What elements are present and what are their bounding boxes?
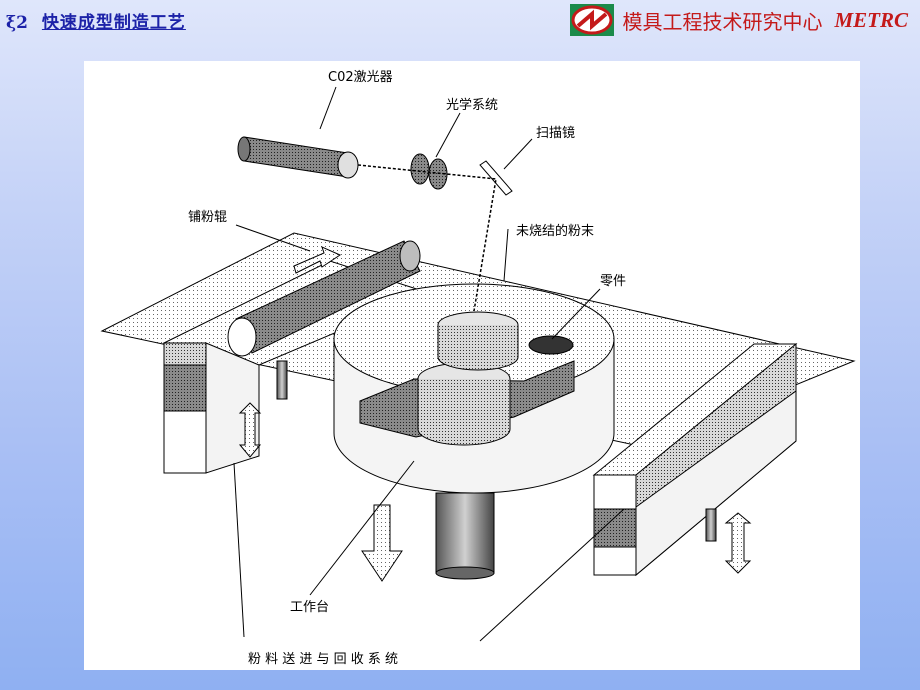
laser-body: [243, 136, 349, 178]
leader-lines: [233, 86, 625, 642]
roller-far-end: [399, 240, 421, 272]
part-ring-wall: [417, 379, 511, 446]
label-part: 零件: [600, 274, 626, 289]
slide-title: 快速成型制造工艺: [41, 13, 186, 33]
right-feed-side-front: [635, 390, 797, 577]
label-feed-system: 粉 料 送 进 与 回 收 系 统: [248, 652, 398, 667]
slide-header: ξ2 快速成型制造工艺: [6, 8, 186, 33]
right-feed-layer: [593, 508, 637, 548]
metrc-logo-icon: [570, 4, 615, 36]
left-feed-layer: [163, 364, 207, 412]
label-laser: C02激光器: [328, 70, 393, 85]
laser-beam: [357, 164, 497, 312]
sls-diagram: C02激光器 光学系统 扫描镜 铺粉辊 未烧结的粉末 零件 工作台 粉 料 送 …: [100, 70, 856, 667]
left-updown-arrow: [238, 402, 262, 458]
org-header: 模具工程技术研究中心 METRC: [570, 4, 908, 36]
section-number: ξ2: [6, 13, 28, 33]
laser-end: [337, 151, 359, 179]
part-hole-small: [528, 335, 574, 355]
label-scanner: 扫描镜: [536, 126, 575, 141]
optics-lens-1: [410, 153, 430, 185]
laser-rear: [237, 136, 251, 162]
roller-direction-arrow: [293, 246, 342, 274]
part-ring-back-wall: [437, 325, 519, 371]
label-roller: 铺粉辊: [188, 210, 227, 225]
org-code: METRC: [834, 7, 908, 32]
label-platform: 工作台: [290, 600, 329, 615]
platform-shaft: [435, 492, 495, 574]
left-feed-powder: [163, 342, 207, 366]
scanner-mirror: [479, 160, 513, 196]
right-piston-rod: [705, 508, 717, 542]
label-optics: 光学系统: [446, 97, 498, 113]
platform-down-arrow: [361, 504, 403, 582]
left-piston-rod: [276, 360, 288, 400]
diagram-panel: C02激光器 光学系统 扫描镜 铺粉辊 未烧结的粉末 零件 工作台 粉 料 送 …: [84, 61, 860, 670]
optics-lens-2: [428, 158, 448, 190]
label-unsintered-powder: 未烧结的粉末: [516, 223, 594, 239]
roller-end: [227, 317, 257, 357]
platform-shaft-bottom: [435, 566, 495, 580]
org-name: 模具工程技术研究中心: [622, 9, 823, 34]
right-updown-arrow: [724, 512, 752, 574]
